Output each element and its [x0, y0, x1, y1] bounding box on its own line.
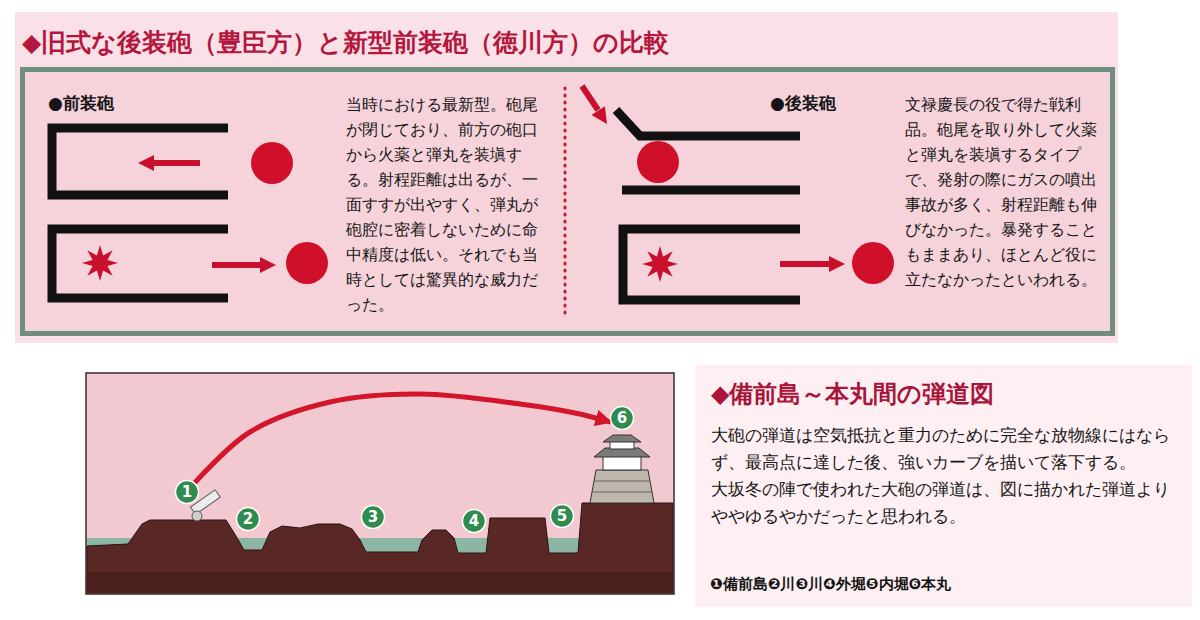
explanation-text: 大坂冬の陣で使われた大砲の弾道は、図に描かれた弾道よりややゆるやかだったと思われ… — [711, 476, 1179, 530]
fire-arrowhead — [829, 256, 845, 272]
cannonball — [852, 242, 894, 284]
load-arrow — [152, 160, 200, 166]
cannon-wheel — [192, 511, 202, 521]
callout-number: 6 — [609, 405, 635, 431]
explosion-symbol — [642, 246, 678, 282]
callout-number: 1 — [182, 485, 192, 500]
explanation-box: ◆備前島～本丸間の弾道図大砲の弾道は空気抵抗と重力のために完全な放物線にはならず… — [705, 372, 1185, 538]
callout-circle — [237, 508, 260, 531]
cannon-panel: ●前装砲 当時における最新型。砲尾が閉じており、前方の砲口から火薬と弾丸を装塡する… — [30, 80, 560, 329]
callout-number: 6 — [617, 411, 627, 426]
panel-ground — [20, 67, 1115, 336]
callout-number: 3 — [368, 510, 378, 525]
fire-arrowhead — [260, 257, 276, 273]
fire-arrow — [212, 262, 262, 268]
barrel-outline — [52, 229, 228, 298]
barrel-outline — [52, 128, 228, 195]
castle-stone-base — [590, 470, 654, 503]
barrel-outline — [622, 186, 800, 195]
sky — [86, 373, 674, 594]
terrain-base — [87, 572, 673, 593]
callout-circle — [176, 481, 199, 504]
cannon-description: 当時における最新型。砲尾が閉じており、前方の砲口から火薬と弾丸を装塡する。射程距… — [346, 92, 542, 317]
load-arrow — [582, 86, 598, 110]
callout-circle — [362, 506, 385, 529]
callout-number: 5 — [557, 509, 567, 524]
cannon-description: 文禄慶長の役で得た戦利品。砲尾を取り外して火薬と弾丸を装塡するタイプで、発射の際… — [905, 92, 1101, 292]
cannon-panel: ●後装砲 文禄慶長の役で得た戦利品。砲尾を取り外して火薬と弾丸を装塡するタイプで、… — [570, 80, 1108, 325]
trajectory-arrow — [195, 394, 611, 483]
barrel-outline — [623, 229, 800, 300]
callout-number: 5 — [549, 503, 575, 529]
callout-number: 4 — [461, 508, 487, 534]
dotted-divider — [564, 88, 567, 318]
section-title: ◆旧式な後装砲（豊臣方）と新型前装砲（徳川方）の比較 — [22, 26, 669, 59]
callout-number: 1 — [174, 479, 200, 505]
callout-number: 4 — [469, 514, 479, 529]
stone-joint — [592, 492, 652, 493]
terrain — [87, 503, 673, 593]
cannonball — [251, 142, 293, 184]
cannonball — [286, 242, 328, 284]
callout-circle — [551, 505, 574, 528]
text-ground — [695, 365, 1192, 607]
section-title: ◆備前島～本丸間の弾道図 — [711, 378, 1179, 410]
callout-number: 2 — [243, 512, 253, 527]
callout-circle — [611, 407, 634, 430]
castle-roof — [603, 435, 641, 442]
cannon-heading: ●後装砲 — [770, 92, 836, 115]
fire-arrow — [780, 261, 830, 267]
cannonball — [637, 141, 679, 183]
load-arrowhead — [592, 106, 608, 124]
callout-number: 3 — [360, 504, 386, 530]
explanation-text: 大砲の弾道は空気抵抗と重力のために完全な放物線にはならず、最高点に達した後、強い… — [711, 422, 1179, 476]
comparison-panel: ●前装砲 当時における最新型。砲尾が閉じており、前方の砲口から火薬と弾丸を装塡する… — [20, 67, 1115, 336]
cannon-heading: ●前装砲 — [48, 92, 114, 115]
breech-piece — [616, 110, 800, 136]
castle-wall — [603, 456, 641, 470]
callout-circle — [463, 510, 486, 533]
top-ground — [15, 12, 1118, 343]
legend-key: ❶備前島❷川❸川❹外堀❺内堀❻本丸 — [710, 575, 951, 594]
explosion-symbol — [82, 245, 118, 281]
callout-number: 2 — [235, 506, 261, 532]
stone-joint — [594, 481, 650, 482]
load-arrowhead — [138, 155, 154, 171]
